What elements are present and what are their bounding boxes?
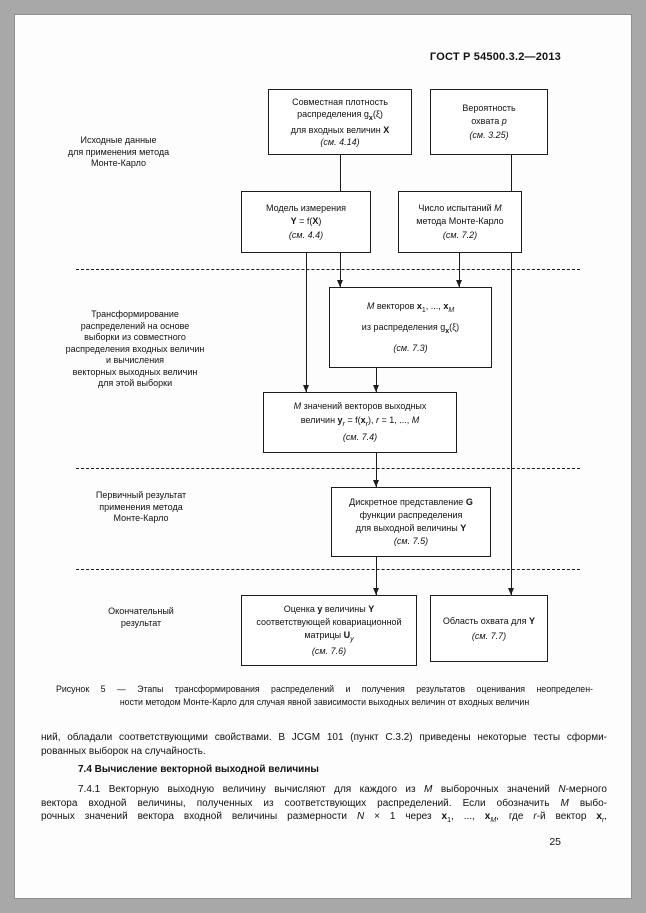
flow-box-line: (см. 7.7): [471, 630, 507, 641]
flow-box-line: (см. 7.4): [342, 432, 378, 443]
flow-box-measurement-model: Модель измерения Y = f(X) (см. 4.4): [241, 191, 371, 253]
flow-box-line: M значений векторов выходных: [293, 401, 427, 412]
document-page: ГОСТ Р 54500.3.2—2013 Исходные данные дл…: [14, 14, 632, 899]
flow-arrow-model-to-outputs: [306, 253, 308, 392]
section-heading: 7.4 Вычисление векторной выходной величи…: [78, 764, 319, 775]
arrowhead-icon: [337, 280, 343, 287]
flow-box-sample-vectors: M векторов x1, ..., xM из распределения …: [329, 287, 492, 368]
flow-box-line: (см. 4.4): [288, 229, 324, 240]
flow-box-line: из распределения gx(ξ): [361, 322, 460, 335]
flow-box-line: M векторов x1, ..., xM: [366, 301, 455, 314]
figure-caption-line: Рисунок 5 — Этапы трансформирования расп…: [56, 684, 593, 694]
stage-label-final-result: Окончательный результат: [108, 606, 174, 628]
flow-box-line: функции распределения: [359, 510, 463, 520]
flow-box-line: (см. 7.5): [393, 536, 429, 546]
flow-arrow-outputs-to-distribution: [376, 453, 378, 487]
flow-box-coverage-region: Область охвата для Y (см. 7.7): [430, 595, 548, 662]
flow-arrow-probability-to-coverage-region: [511, 154, 513, 595]
flow-box-output-values: M значений векторов выходных величин yr …: [263, 392, 457, 453]
body-text-line: 7.4.1 Векторную выходную величину вычисл…: [78, 784, 607, 795]
stage-label-input-data: Исходные данные для применения метода Мо…: [67, 135, 170, 168]
flow-box-line: (см. 7.2): [442, 229, 478, 240]
flow-box-joint-density: Совместная плотность распределения gx(ξ)…: [268, 89, 412, 155]
stage-separator: [76, 468, 580, 469]
flow-arrow-distribution-to-estimate: [376, 557, 378, 595]
flow-box-line: Оценка y величины Y: [283, 603, 375, 614]
flow-box-line: (см. 3.25): [469, 129, 509, 140]
flow-box-line: Модель измерения: [265, 202, 347, 213]
doc-code: ГОСТ Р 54500.3.2—2013: [429, 51, 561, 63]
arrowhead-icon: [373, 480, 379, 487]
arrowhead-icon: [508, 588, 514, 595]
flow-box-line: соответствующей ковариационной: [256, 616, 402, 627]
flow-box-line: матрицы Uy: [304, 629, 354, 643]
body-text-line: рочных значений вектора входной величины…: [41, 811, 608, 824]
flow-box-coverage-probability: Вероятность охвата p (см. 3.25): [430, 89, 548, 155]
stage-label-primary-result: Первичный результат применения метода Мо…: [95, 490, 187, 523]
page-number: 25: [549, 836, 561, 848]
flow-box-line: (см. 7.6): [311, 646, 347, 657]
stage-separator: [76, 569, 580, 570]
flow-box-trial-count: Число испытаний M метода Монте-Карло (см…: [398, 191, 522, 253]
arrowhead-icon: [373, 588, 379, 595]
stage-label-transformation: Трансформирование распределений на основ…: [65, 309, 205, 388]
flow-box-line: величин yr = f(xr), r = 1, ..., M: [300, 414, 420, 428]
flow-box-discrete-representation: Дискретное представление G функции распр…: [331, 487, 491, 557]
flow-box-line: Число испытаний M: [418, 202, 502, 213]
flow-box-line: (см. 7.3): [393, 342, 428, 353]
flow-box-line: Вероятность: [462, 102, 516, 113]
body-text-line: вектора входной величины, полученных из …: [41, 797, 607, 809]
stage-separator: [76, 269, 580, 270]
figure-caption: Рисунок 5 — Этапы трансформирования расп…: [56, 683, 593, 708]
figure-5-flowchart: Исходные данные для применения метода Мо…: [15, 15, 633, 675]
flow-box-line: метода Монте-Карло: [416, 216, 504, 227]
figure-caption-line: ности методом Монте-Карло для случая явн…: [119, 696, 530, 707]
flow-box-estimate-covariance: Оценка y величины Y соответствующей кова…: [241, 595, 417, 666]
flow-box-line: распределения gx(ξ): [297, 108, 383, 122]
flow-arrow-samples-to-outputs: [376, 368, 378, 392]
flow-box-line: охвата p: [471, 116, 507, 127]
flow-arrow-trials-to-samples: [459, 253, 461, 287]
flow-box-line: Дискретное представление G: [349, 497, 473, 507]
flow-box-line: Совместная плотность: [292, 96, 388, 107]
arrowhead-icon: [303, 385, 309, 392]
body-text-line: ний, обладали соответствующими свойствам…: [41, 732, 607, 743]
flow-box-line: (см. 4.14): [320, 137, 360, 148]
flow-box-line: для выходной величины Y: [355, 523, 467, 533]
body-paragraph: 7.4.1 Векторную выходную величину вычисл…: [41, 783, 607, 828]
arrowhead-icon: [456, 280, 462, 287]
flow-box-line: Область охвата для Y: [442, 615, 536, 626]
body-text-line: рованных выборок на случайность.: [41, 745, 206, 757]
arrowhead-icon: [373, 385, 379, 392]
flow-box-line: для входных величин X: [290, 125, 390, 136]
body-paragraph: ний, обладали соответствующими свойствам…: [41, 731, 607, 758]
flow-box-line: Y = f(X): [290, 216, 322, 227]
